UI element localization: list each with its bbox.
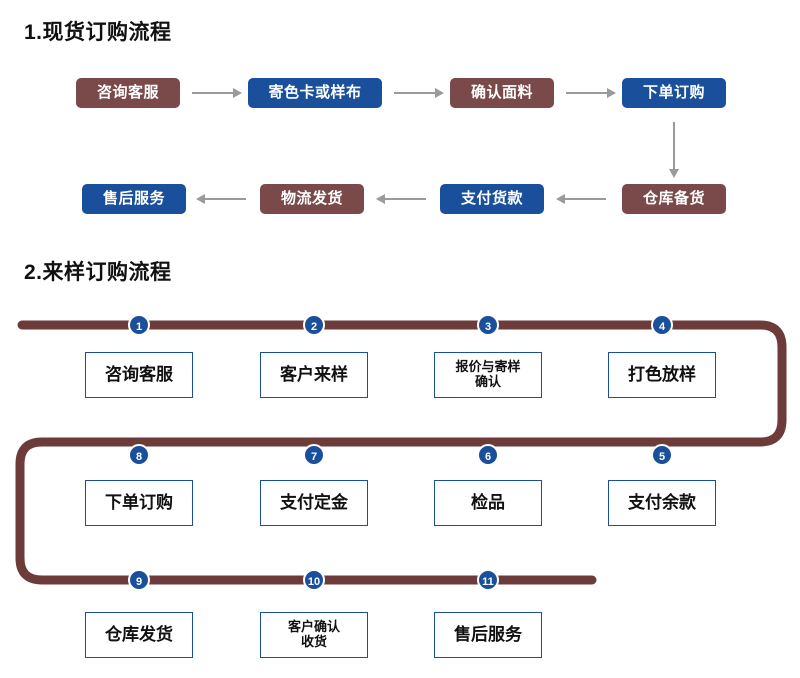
step-box-customer-confirm-receipt: 客户确认 收货 — [260, 612, 368, 658]
step-box-inspection: 检品 — [434, 480, 542, 526]
step-box-after-sales-service: 售后服务 — [434, 612, 542, 658]
step-box-place-order: 下单订购 — [85, 480, 193, 526]
flow1-step-send-color-card: 寄色卡或样布 — [248, 78, 382, 108]
flow1-arrow-2-3 — [394, 88, 444, 98]
step-box-warehouse-shipping: 仓库发货 — [85, 612, 193, 658]
step-number-5: 5 — [651, 444, 673, 466]
section-one-title: 1.现货订购流程 — [24, 21, 172, 44]
step-number-9: 9 — [128, 569, 150, 591]
step-number-8: 8 — [128, 444, 150, 466]
step-box-consult-service: 咨询客服 — [85, 352, 193, 398]
flow1-step-warehouse-stock: 仓库备货 — [622, 184, 726, 214]
step-box-customer-sample: 客户来样 — [260, 352, 368, 398]
flow1-step-confirm-fabric: 确认面料 — [450, 78, 554, 108]
flow1-arrow-7-8 — [196, 194, 246, 204]
flow1-arrow-5-6 — [556, 194, 606, 204]
flow1-step-place-order: 下单订购 — [622, 78, 726, 108]
step-number-1: 1 — [128, 314, 150, 336]
flow1-step-after-sales: 售后服务 — [82, 184, 186, 214]
flow1-arrow-down — [669, 122, 679, 178]
step-number-4: 4 — [651, 314, 673, 336]
section-two-title: 2.来样订购流程 — [24, 261, 172, 284]
flow1-step-logistics-shipping: 物流发货 — [260, 184, 364, 214]
flow1-step-payment: 支付货款 — [440, 184, 544, 214]
flow1-arrow-6-7 — [376, 194, 426, 204]
step-box-pay-deposit: 支付定金 — [260, 480, 368, 526]
flow1-arrow-1-2 — [192, 88, 242, 98]
snake-path — [15, 320, 787, 585]
flow1-arrow-3-4 — [566, 88, 616, 98]
step-number-3: 3 — [477, 314, 499, 336]
step-number-6: 6 — [477, 444, 499, 466]
step-box-pay-balance: 支付余款 — [608, 480, 716, 526]
step-number-7: 7 — [303, 444, 325, 466]
flow1-step-consult-service: 咨询客服 — [76, 78, 180, 108]
step-box-quote-and-sample-confirm: 报价与寄样 确认 — [434, 352, 542, 398]
step-box-color-sampling: 打色放样 — [608, 352, 716, 398]
step-number-10: 10 — [303, 569, 325, 591]
step-number-11: 11 — [477, 569, 499, 591]
step-number-2: 2 — [303, 314, 325, 336]
